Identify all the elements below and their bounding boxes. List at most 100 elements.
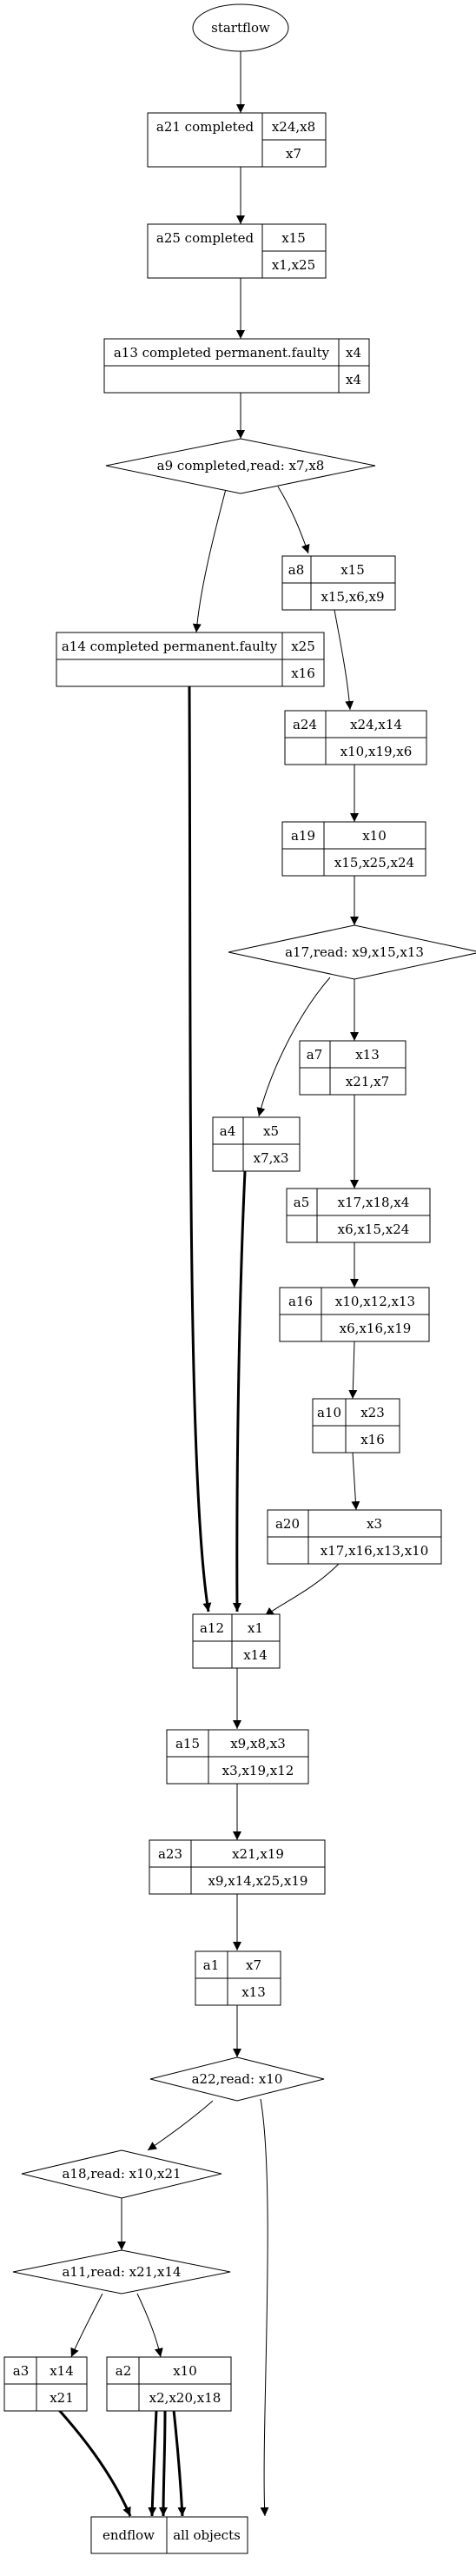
node-a4: a4 x5 x7,x3 (212, 1116, 301, 1172)
edge-a10-a20 (351, 1452, 360, 1511)
a14-top: x25 (291, 639, 315, 654)
node-a18: a18,read: x10,x21 (21, 2149, 222, 2199)
a2-top: x10 (173, 2363, 197, 2379)
a16-name: a16 (288, 1294, 313, 1309)
edge-a11-a2 (136, 2293, 163, 2358)
a7-top: x13 (355, 1047, 380, 1063)
a12-bottom: x14 (243, 1647, 268, 1663)
node-a21: a21 completed x24,x8 x7 (147, 112, 327, 168)
edges (57, 51, 360, 2517)
edge-a2-endflow-2 (159, 2409, 169, 2517)
a16-top: x10,x12,x13 (335, 1294, 415, 1309)
node-a25: a25 completed x15 x1,x25 (147, 223, 327, 279)
a13-bottom: x4 (346, 372, 361, 387)
a10-bottom: x16 (360, 1432, 385, 1447)
node-a23: a23 x21,x19 x9,x14,x25,x19 (149, 1839, 326, 1895)
a1-top: x7 (246, 1957, 261, 1973)
a15-bottom: x3,x19,x12 (222, 1763, 294, 1778)
a2-bottom: x2,x20,x18 (149, 2390, 221, 2406)
a1-bottom: x13 (241, 1984, 266, 2000)
a21-top: x24,x8 (272, 119, 315, 135)
a12-name: a12 (200, 1620, 224, 1636)
a19-name: a19 (291, 828, 315, 844)
a11-label: a11,read: x21,x14 (62, 2264, 181, 2280)
startflow-label: startflow (211, 20, 270, 36)
edge-a16-a10 (348, 1341, 358, 1400)
edge-a9-a14 (192, 488, 227, 633)
a8-bottom: x15,x6,x9 (321, 589, 384, 605)
a4-top: x5 (263, 1123, 279, 1139)
a24-name: a24 (293, 717, 317, 732)
a12-top: x1 (248, 1620, 263, 1636)
a3-bottom: x21 (50, 2390, 74, 2406)
a4-name: a4 (220, 1123, 236, 1139)
edge-a20-a12 (264, 1563, 340, 1617)
edge-a9-a8 (277, 486, 310, 554)
a20-top: x3 (367, 1516, 382, 1532)
edge-a2-allobjects (172, 2409, 187, 2517)
a14-name: a14 completed permanent.faulty (62, 639, 278, 654)
a20-bottom: x17,x16,x13,x10 (321, 1543, 429, 1559)
node-a20: a20 x3 x17,x16,x13,x10 (267, 1509, 442, 1565)
a22-label: a22,read: x10 (192, 2071, 283, 2087)
all-objects-label: all objects (173, 2527, 241, 2543)
a7-name: a7 (307, 1047, 323, 1063)
node-startflow: startflow (192, 3, 289, 52)
a2-name: a2 (116, 2363, 132, 2379)
a16-bottom: x6,x16,x19 (340, 1321, 412, 1336)
a21-name: a21 completed (156, 119, 255, 135)
a1-name: a1 (203, 1957, 220, 1973)
edge-a4-a12 (232, 1170, 247, 1612)
edge-a11-a3 (70, 2293, 103, 2358)
a25-name: a25 completed (156, 230, 255, 246)
node-a24: a24 x24,x14 x10,x19,x6 (284, 710, 427, 765)
node-a15: a15 x9,x8,x3 x3,x19,x12 (166, 1729, 309, 1785)
a3-top: x14 (50, 2363, 74, 2379)
a3-name: a3 (13, 2363, 30, 2379)
a8-name: a8 (288, 562, 305, 578)
node-a14: a14 completed permanent.faulty x25 x16 (56, 632, 325, 687)
edge-a17-a4 (256, 977, 331, 1117)
node-a12: a12 x1 x14 (192, 1613, 281, 1669)
node-end: endflow all objects (90, 2516, 248, 2554)
node-a5: a5 x17,x18,x4 x6,x15,x24 (286, 1188, 431, 1243)
a20-name: a20 (275, 1516, 300, 1532)
a19-bottom: x15,x25,x24 (334, 855, 414, 871)
a14-bottom: x16 (291, 666, 315, 681)
node-a8: a8 x15 x15,x6,x9 (281, 555, 396, 611)
a25-top: x15 (281, 230, 306, 246)
node-a7: a7 x13 x21,x7 (299, 1040, 407, 1096)
a7-bottom: x21,x7 (346, 1074, 389, 1089)
node-a22: a22,read: x10 (149, 2056, 325, 2102)
a5-top: x17,x18,x4 (338, 1195, 410, 1210)
a15-top: x9,x8,x3 (230, 1736, 286, 1752)
a23-name: a23 (158, 1846, 182, 1862)
node-a17: a17,read: x9,x15,x13 (228, 924, 476, 980)
a25-bottom: x1,x25 (272, 257, 315, 273)
a23-top: x21,x19 (232, 1846, 284, 1862)
a15-name: a15 (175, 1736, 200, 1752)
a13-name: a13 completed permanent.faulty (114, 345, 330, 361)
node-a10: a10 x23 x16 (312, 1398, 400, 1454)
a24-bottom: x10,x19,x6 (340, 744, 413, 759)
a13-top: x4 (346, 345, 361, 361)
edge-a3-endflow (57, 2409, 132, 2517)
edge-a22-a18 (147, 2100, 214, 2151)
a17-label: a17,read: x9,x15,x13 (285, 944, 424, 960)
a9-label: a9 completed,read: x7,x8 (157, 458, 325, 473)
a5-name: a5 (294, 1195, 310, 1210)
a4-bottom: x7,x3 (254, 1150, 289, 1166)
edge-a8-a24 (334, 609, 354, 711)
a5-bottom: x6,x15,x24 (338, 1222, 410, 1237)
node-a13: a13 completed permanent.faulty x4 x4 (103, 338, 370, 394)
a23-bottom: x9,x14,x25,x19 (208, 1873, 308, 1889)
node-a11: a11,read: x21,x14 (12, 2249, 231, 2295)
node-a19: a19 x10 x15,x25,x24 (281, 821, 426, 877)
a10-name: a10 (317, 1405, 341, 1420)
nodes: startflow a21 completed x24,x8 x7 a25 co… (3, 3, 476, 2554)
a24-top: x24,x14 (350, 717, 402, 732)
node-a9: a9 completed,read: x7,x8 (105, 438, 376, 494)
edge-a2-endflow-1 (148, 2409, 158, 2517)
node-a16: a16 x10,x12,x13 x6,x16,x19 (279, 1287, 430, 1342)
